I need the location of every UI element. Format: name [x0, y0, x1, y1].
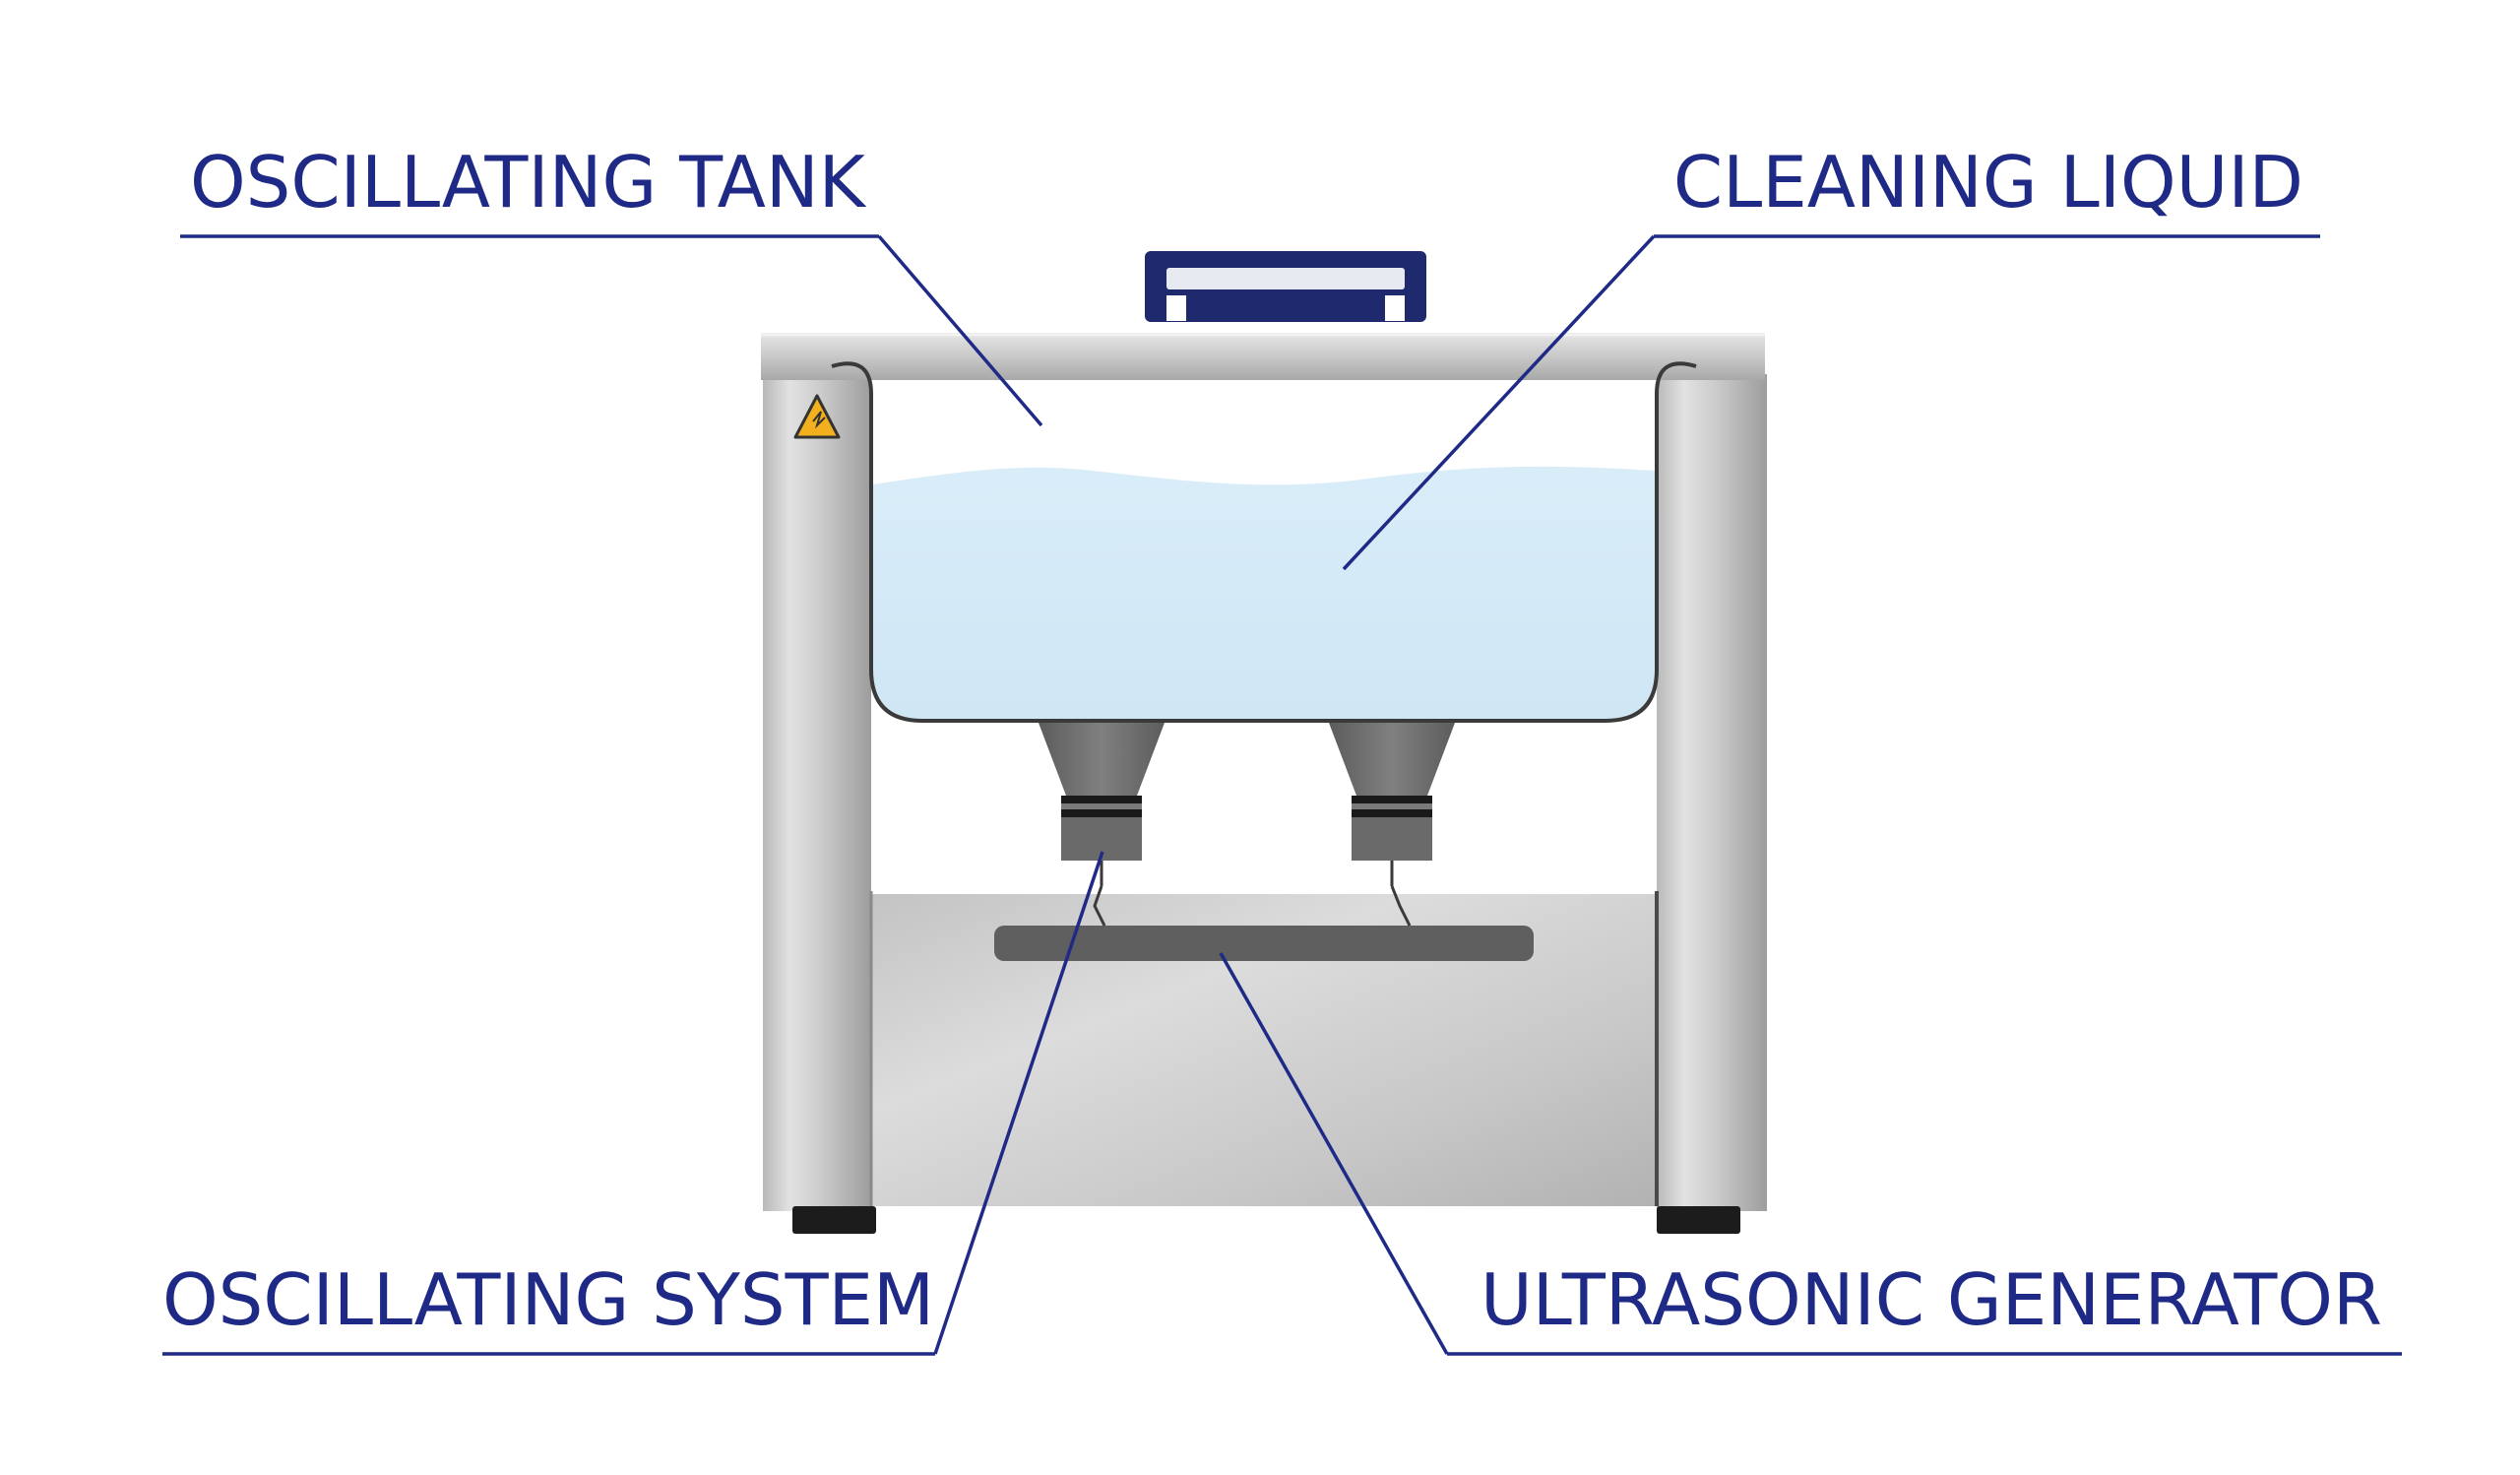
callout-lines	[162, 234, 2402, 1356]
left-leg	[763, 374, 871, 1211]
generator-bar	[994, 926, 1534, 961]
cleaning-liquid-leader	[1342, 234, 1656, 571]
handle	[1145, 251, 1426, 322]
right-leg	[1657, 374, 1767, 1211]
tank-outline	[869, 512, 1659, 723]
warning-triangle-icon	[793, 394, 841, 439]
tank-rim-right	[1655, 361, 1697, 650]
transducer-left	[1039, 723, 1165, 927]
transducer-right	[1329, 723, 1455, 927]
left-foot	[792, 1206, 876, 1234]
top-rail	[761, 333, 1765, 380]
label-oscillating-tank: OSCILLATING TANK	[190, 141, 867, 224]
label-oscillating-system: OSCILLATING SYSTEM	[162, 1258, 934, 1341]
tank-rim-left	[831, 361, 873, 650]
oscillating-tank-leader	[877, 234, 1043, 427]
label-ultrasonic-generator: ULTRASONIC GENERATOR	[1480, 1258, 2382, 1341]
label-cleaning-liquid: CLEANING LIQUID	[1673, 141, 2303, 224]
ultrasonic-generator-leader	[1219, 952, 1449, 1355]
right-foot	[1657, 1206, 1740, 1234]
cleaning-liquid	[873, 466, 1655, 719]
oscillating-system-leader	[933, 851, 1104, 1355]
